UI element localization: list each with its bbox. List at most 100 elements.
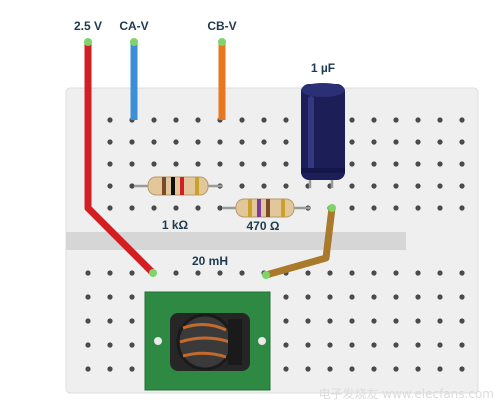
breadboard-hole — [393, 294, 399, 300]
breadboard-hole — [371, 318, 377, 324]
band — [266, 199, 270, 217]
breadboard-hole — [107, 183, 113, 189]
breadboard-hole — [239, 161, 245, 167]
breadboard-hole — [195, 117, 201, 123]
breadboard-hole — [415, 270, 421, 276]
breadboard-hole — [283, 366, 289, 372]
breadboard-hole — [415, 139, 421, 145]
breadboard-hole — [239, 117, 245, 123]
breadboard-hole — [85, 366, 91, 372]
breadboard-hole — [327, 342, 333, 348]
breadboard-hole — [129, 205, 135, 211]
breadboard-hole — [129, 342, 135, 348]
inductor-winding — [179, 323, 231, 359]
breadboard-hole — [349, 318, 355, 324]
breadboard-hole — [283, 161, 289, 167]
band — [162, 177, 166, 195]
band — [248, 199, 252, 217]
band — [195, 177, 199, 195]
breadboard-hole — [327, 318, 333, 324]
breadboard-hole — [371, 270, 377, 276]
breadboard-hole — [349, 117, 355, 123]
breadboard-hole — [437, 183, 443, 189]
breadboard-hole — [371, 139, 377, 145]
label-capacitor: 1 µF — [311, 61, 335, 75]
breadboard-hole — [261, 117, 267, 123]
capacitor-band — [301, 168, 345, 173]
center-channel — [66, 232, 406, 250]
breadboard-hole — [107, 342, 113, 348]
breadboard-hole — [239, 183, 245, 189]
breadboard-hole — [349, 366, 355, 372]
breadboard-hole — [371, 183, 377, 189]
breadboard-hole — [349, 183, 355, 189]
breadboard-hole — [415, 366, 421, 372]
breadboard-hole — [129, 139, 135, 145]
breadboard-hole — [349, 294, 355, 300]
breadboard-hole — [173, 139, 179, 145]
breadboard-hole — [107, 117, 113, 123]
breadboard-hole — [393, 318, 399, 324]
breadboard-hole — [437, 205, 443, 211]
breadboard-hole — [437, 294, 443, 300]
breadboard-hole — [371, 294, 377, 300]
capacitor-top — [301, 83, 345, 97]
breadboard-hole — [85, 294, 91, 300]
pcb-pad — [154, 337, 162, 345]
breadboard-hole — [415, 294, 421, 300]
breadboard-hole — [151, 205, 157, 211]
breadboard-hole — [85, 342, 91, 348]
wire-link — [265, 207, 336, 279]
breadboard-hole — [415, 117, 421, 123]
pcb-pad — [258, 337, 266, 345]
breadboard-hole — [371, 205, 377, 211]
breadboard-hole — [195, 270, 201, 276]
breadboard-hole — [415, 161, 421, 167]
breadboard-hole — [283, 117, 289, 123]
breadboard-hole — [305, 294, 311, 300]
breadboard-hole — [415, 183, 421, 189]
breadboard-hole — [173, 270, 179, 276]
breadboard-hole — [327, 294, 333, 300]
breadboard-hole — [371, 117, 377, 123]
breadboard-hole — [415, 342, 421, 348]
breadboard-hole — [195, 139, 201, 145]
wire-end — [328, 204, 336, 212]
breadboard-hole — [437, 117, 443, 123]
breadboard-hole — [371, 161, 377, 167]
breadboard-hole — [129, 366, 135, 372]
breadboard-hole — [371, 342, 377, 348]
breadboard-hole — [437, 270, 443, 276]
wire-end — [262, 271, 270, 279]
capacitor-1uf — [301, 83, 345, 188]
breadboard-hole — [261, 139, 267, 145]
breadboard-hole — [283, 139, 289, 145]
breadboard-hole — [393, 342, 399, 348]
wire-end — [84, 38, 92, 46]
inductor-module — [144, 291, 271, 391]
capacitor-shine — [308, 96, 314, 172]
breadboard-hole — [283, 342, 289, 348]
breadboard-hole — [151, 117, 157, 123]
wire-2v5 — [84, 42, 156, 276]
breadboard-hole — [261, 183, 267, 189]
band — [281, 199, 285, 217]
breadboard-hole — [129, 318, 135, 324]
breadboard-hole — [459, 270, 465, 276]
band — [257, 199, 261, 217]
breadboard-hole — [85, 318, 91, 324]
breadboard-hole — [107, 161, 113, 167]
breadboard-hole — [85, 270, 91, 276]
breadboard-hole — [173, 205, 179, 211]
breadboard-hole — [459, 205, 465, 211]
breadboard-hole — [371, 366, 377, 372]
breadboard-hole — [393, 205, 399, 211]
label-resistor-470: 470 Ω — [247, 219, 280, 233]
breadboard-hole — [459, 342, 465, 348]
breadboard-hole — [437, 366, 443, 372]
breadboard-hole — [349, 139, 355, 145]
breadboard-hole — [349, 270, 355, 276]
capacitor-body — [301, 84, 345, 180]
breadboard-hole — [107, 318, 113, 324]
